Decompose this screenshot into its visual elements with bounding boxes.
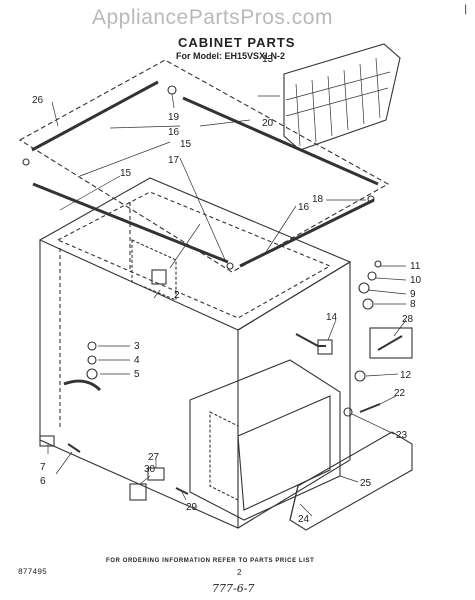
lid-bumper-19 — [167, 85, 177, 95]
callout-20: 20 — [262, 118, 274, 129]
grommet-8 — [362, 298, 374, 310]
callout-3: 3 — [134, 341, 140, 352]
callout-6: 6 — [40, 476, 46, 487]
hinge-part-9 — [358, 282, 370, 294]
lid-bumper-front — [226, 262, 234, 270]
callout-16a: 16 — [168, 127, 180, 138]
cabinet-top-rim — [38, 177, 352, 331]
callout-23: 23 — [396, 430, 408, 441]
callout-28: 28 — [402, 314, 414, 325]
callout-26: 26 — [32, 95, 44, 106]
compartment-opening — [237, 395, 331, 511]
page-number: 2 — [237, 568, 242, 577]
lid-bumper-left — [22, 158, 30, 166]
tool-28 — [377, 335, 403, 351]
callout-22: 22 — [394, 388, 406, 399]
callout-24: 24 — [298, 514, 310, 525]
handwritten-note: 777-6-7 — [212, 582, 255, 595]
callout-15a: 15 — [180, 139, 192, 150]
wire-basket-grid — [285, 57, 391, 147]
callout-19: 19 — [168, 112, 180, 123]
grommet-12 — [354, 370, 366, 382]
callout-15b: 15 — [120, 168, 132, 179]
screw-6 — [67, 443, 81, 453]
gasket-strip-right — [239, 198, 375, 268]
compartment-inner — [209, 411, 239, 501]
callout-5: 5 — [134, 369, 140, 380]
access-panel-edge — [289, 485, 299, 521]
callout-30: 30 — [144, 464, 156, 475]
callout-4: 4 — [134, 355, 140, 366]
gasket-strip-back — [31, 80, 159, 152]
thermostat-14 — [317, 339, 333, 355]
model-subtitle: For Model: EH15VSXLN-2 — [176, 51, 286, 61]
callout-7: 7 — [40, 462, 46, 473]
callout-18: 18 — [312, 194, 324, 205]
compressor-compartment — [189, 359, 341, 521]
document-code: 877495 — [18, 568, 47, 577]
drain-cap-3 — [87, 341, 97, 351]
callout-9: 9 — [410, 289, 416, 300]
gasket-strip-right-top — [182, 96, 379, 186]
drain-washer-4 — [87, 355, 97, 365]
cabinet-inner-rim — [56, 191, 332, 319]
lid-bumper-18 — [367, 195, 375, 203]
callout-14: 14 — [326, 312, 338, 323]
tool-28-box — [369, 327, 413, 359]
drain-hose — [63, 379, 102, 392]
callout-11: 11 — [410, 261, 421, 272]
wire-basket — [283, 43, 401, 151]
watermark: AppliancePartsPros.com — [92, 6, 333, 29]
inner-panel — [131, 239, 177, 301]
cabinet-side-face — [237, 261, 351, 529]
corner-mark: | — [464, 4, 468, 15]
screw-29 — [175, 487, 189, 495]
callout-10: 10 — [410, 275, 422, 286]
diagram-title: CABINET PARTS — [178, 35, 296, 50]
hinge-part-10 — [367, 271, 377, 281]
callout-25: 25 — [360, 478, 372, 489]
callout-29: 29 — [186, 502, 198, 513]
callout-2: 2 — [174, 290, 180, 301]
leader-lines — [47, 93, 407, 517]
latch-2 — [151, 269, 167, 285]
callout-8: 8 — [410, 299, 416, 310]
lid-outline — [18, 59, 390, 273]
ordering-info-note: FOR ORDERING INFORMATION REFER TO PARTS … — [106, 558, 315, 564]
bracket-7 — [39, 435, 55, 447]
screw-23 — [343, 407, 353, 417]
cabinet-front-face — [39, 240, 239, 529]
drain-nut-5 — [86, 368, 98, 380]
callout-13: 13 — [262, 54, 274, 65]
latch-30 — [129, 483, 147, 501]
hinge-part-11 — [374, 260, 382, 268]
callout-27: 27 — [148, 452, 160, 463]
callout-12: 12 — [400, 370, 412, 381]
callout-17: 17 — [168, 155, 180, 166]
callout-16b: 16 — [298, 202, 310, 213]
